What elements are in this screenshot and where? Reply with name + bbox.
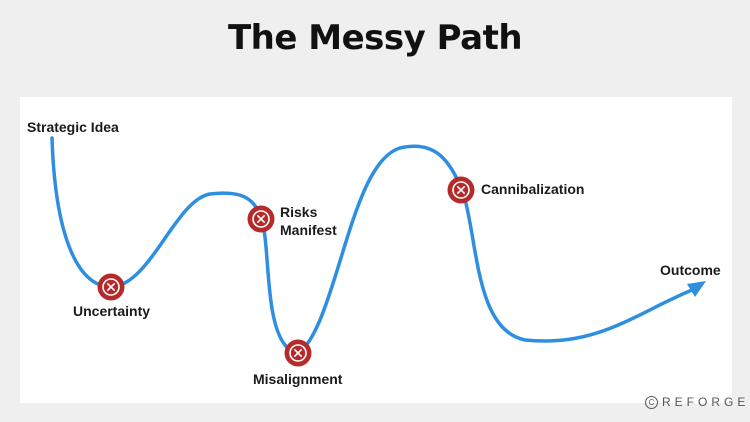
risks-manifest-label-line1: Risks bbox=[280, 204, 318, 220]
diagram-panel bbox=[20, 97, 732, 403]
obstacle-marker-uncertainty bbox=[97, 273, 125, 301]
obstacle-marker-cannibalization bbox=[447, 176, 475, 204]
x-circle-icon bbox=[106, 282, 116, 292]
misalignment-label: Misalignment bbox=[253, 371, 343, 387]
obstacle-marker-misalignment bbox=[284, 339, 312, 367]
page-title: The Messy Path bbox=[227, 18, 523, 58]
watermark-text: REFORGE bbox=[662, 395, 750, 409]
cannibalization-label: Cannibalization bbox=[481, 181, 585, 197]
x-circle-icon bbox=[456, 185, 466, 195]
reforge-watermark: C REFORGE bbox=[645, 395, 750, 410]
uncertainty-label: Uncertainty bbox=[73, 303, 151, 319]
copyright-icon: C bbox=[645, 396, 658, 410]
start-label: Strategic Idea bbox=[27, 119, 119, 135]
messy-path-line bbox=[50, 136, 699, 354]
obstacle-marker-risks-manifest bbox=[247, 205, 275, 233]
x-circle-icon bbox=[293, 348, 303, 358]
outcome-arrowhead bbox=[687, 281, 706, 297]
outcome-label: Outcome bbox=[660, 262, 721, 278]
risks-manifest-label: Risks Manifest bbox=[280, 203, 337, 239]
risks-manifest-label-line2: Manifest bbox=[280, 222, 337, 238]
x-circle-icon bbox=[256, 214, 266, 224]
